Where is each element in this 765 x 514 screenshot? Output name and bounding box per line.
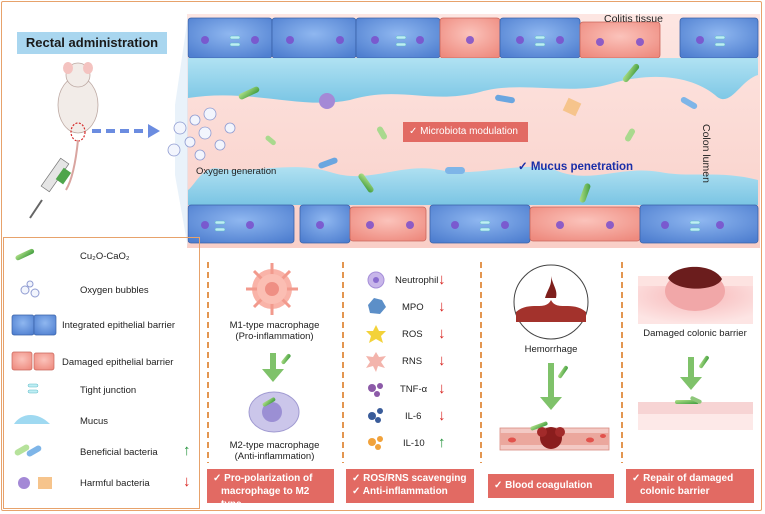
lumen-bacteria bbox=[238, 63, 698, 203]
barrier-tag-line1: ✓ Repair of damaged bbox=[632, 473, 734, 484]
marker-mpo-label: MPO bbox=[402, 302, 424, 313]
legend-beneficial-bacteria: Beneficial bacteria bbox=[80, 447, 158, 458]
marker-icons bbox=[366, 271, 386, 450]
beneficial-up-arrow-icon: ↑ bbox=[183, 442, 191, 459]
legend-damaged-barrier: Damaged epithelial barrier bbox=[62, 357, 174, 368]
colon-lumen-label: Colon lumen bbox=[700, 124, 712, 183]
marker-il6-label: IL-6 bbox=[405, 411, 422, 422]
polarization-arrow bbox=[262, 353, 291, 382]
administration-arrow bbox=[92, 124, 160, 138]
legend-harmful-bacteria: Harmful bacteria bbox=[80, 478, 150, 489]
marker-tnf-label: TNF-α bbox=[400, 384, 428, 395]
markers-tag: ✓ ROS/RNS scavenging ✓ Anti-inflammation bbox=[346, 469, 474, 503]
legend-panel bbox=[3, 237, 200, 509]
coagulation-arrow bbox=[540, 363, 568, 410]
mpo-down-arrow-icon: ↓ bbox=[438, 298, 446, 315]
m1-macrophage bbox=[246, 263, 298, 315]
legend-icons bbox=[11, 248, 57, 489]
legend-tight-junction: Tight junction bbox=[80, 385, 137, 396]
barrier-tag-line2: colonic barrier bbox=[640, 486, 710, 497]
macrophage-tag: ✓ Pro-polarization of macrophage to M2 t… bbox=[207, 469, 334, 510]
m2-macrophage bbox=[248, 391, 300, 433]
legend-mucus: Mucus bbox=[80, 416, 108, 427]
microbiota-modulation-tag: ✓ Microbiota modulation bbox=[403, 122, 528, 142]
mucus-penetration-label: ✓ Mucus penetration bbox=[518, 161, 634, 173]
top-epithelial-layer bbox=[187, 17, 759, 59]
oxygen-bubbles bbox=[167, 107, 236, 161]
colitis-tissue-label: Colitis tissue bbox=[604, 13, 663, 25]
macrophage-tag-line2: macrophage to M2 type bbox=[221, 486, 310, 510]
repaired-barrier-illustration bbox=[638, 396, 753, 430]
colon-scene bbox=[187, 14, 760, 248]
marker-ros-label: ROS bbox=[402, 329, 423, 340]
hemorrhage-label: Hemorrhage bbox=[524, 344, 578, 355]
page-title: Rectal administration bbox=[17, 32, 167, 54]
hemorrhage-illustration bbox=[513, 264, 589, 340]
m2-sublabel: (Anti-inflammation) bbox=[234, 451, 315, 462]
mouse-illustration bbox=[29, 62, 99, 219]
vessel-clot bbox=[499, 421, 610, 451]
top-mucus-layer bbox=[188, 58, 758, 103]
bottom-epithelial-layer bbox=[187, 204, 759, 244]
tnf-down-arrow-icon: ↓ bbox=[438, 380, 446, 397]
blood-coagulation-tag: ✓ Blood coagulation bbox=[488, 474, 614, 498]
marker-neutrophil-label: Neutrophil bbox=[395, 275, 439, 286]
m1-sublabel: (Pro-inflammation) bbox=[235, 331, 314, 342]
marker-rns-label: RNS bbox=[402, 356, 423, 367]
neutrophil-down-arrow-icon: ↓ bbox=[438, 271, 446, 288]
rns-down-arrow-icon: ↓ bbox=[438, 352, 446, 369]
m1-label: M1-type macrophage bbox=[229, 320, 320, 331]
damaged-barrier-label: Damaged colonic barrier bbox=[643, 328, 747, 339]
bottom-mucus-layer bbox=[188, 166, 758, 205]
oxygen-generation-label: Oxygen generation bbox=[196, 166, 277, 177]
markers-tag-line1: ✓ ROS/RNS scavenging bbox=[352, 473, 467, 484]
legend-oxygen-bubbles: Oxygen bubbles bbox=[80, 285, 149, 296]
il6-down-arrow-icon: ↓ bbox=[438, 407, 446, 424]
legend-integrated-barrier: Integrated epithelial barrier bbox=[62, 320, 176, 331]
legend-cu2o-cao2: Cu₂O-CaO₂ bbox=[80, 251, 130, 262]
markers-tag-line2: ✓ Anti-inflammation bbox=[352, 486, 448, 497]
macrophage-tag-line1: ✓ Pro-polarization of bbox=[213, 473, 313, 484]
m2-label: M2-type macrophage bbox=[229, 440, 320, 451]
marker-il10-label: IL-10 bbox=[403, 438, 425, 449]
barrier-repair-tag: ✓ Repair of damaged colonic barrier bbox=[626, 469, 754, 503]
ros-down-arrow-icon: ↓ bbox=[438, 325, 446, 342]
il10-up-arrow-icon: ↑ bbox=[438, 434, 446, 451]
repair-arrow bbox=[680, 355, 709, 390]
harmful-down-arrow-icon: ↓ bbox=[183, 473, 191, 490]
damaged-barrier-illustration bbox=[638, 266, 753, 324]
